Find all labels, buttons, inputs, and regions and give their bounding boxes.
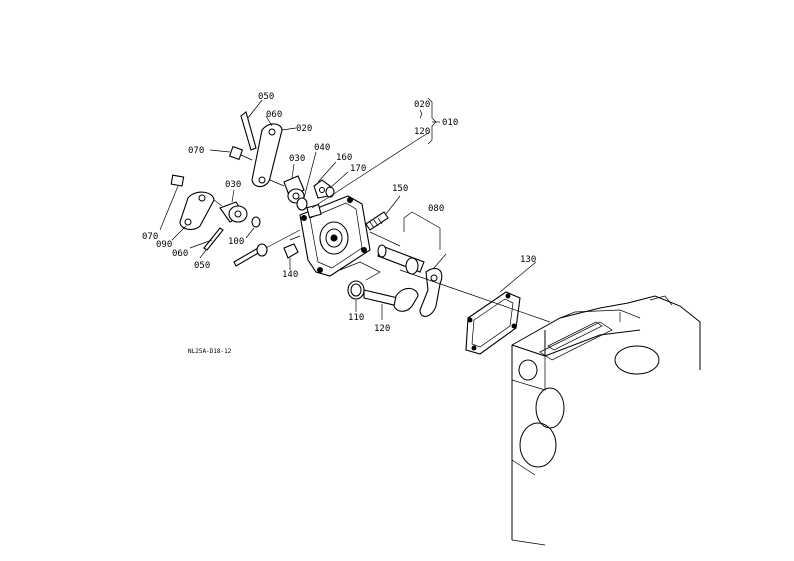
label-130: 130 xyxy=(520,255,536,265)
label-060-low: 060 xyxy=(172,249,188,259)
label-120-top: 120 xyxy=(414,127,430,137)
label-040: 040 xyxy=(314,143,330,153)
label-020-left: 020 xyxy=(296,124,312,134)
label-030-mid: 030 xyxy=(225,180,241,190)
label-030-top: 030 xyxy=(289,154,305,164)
label-060-top: 060 xyxy=(266,110,282,120)
label-170: 170 xyxy=(350,164,366,174)
label-100: 100 xyxy=(228,237,244,247)
label-090: 090 xyxy=(156,240,172,250)
label-070-top: 070 xyxy=(188,146,204,156)
label-140: 140 xyxy=(282,270,298,280)
label-110: 110 xyxy=(348,313,364,323)
governor-cover xyxy=(261,195,371,277)
label-080: 080 xyxy=(428,204,444,214)
gasket-130 xyxy=(465,261,537,355)
label-160: 160 xyxy=(336,153,352,163)
governor-shaft-assembly xyxy=(339,195,551,323)
label-050-top: 050 xyxy=(258,92,274,102)
drawing-code: NL25A-D18-12 xyxy=(188,348,232,355)
label-010: 010 xyxy=(442,118,458,128)
lever-assembly-left xyxy=(159,174,299,270)
lever-assembly-upper xyxy=(209,99,431,211)
label-070-left: 070 xyxy=(142,232,158,242)
label-150: 150 xyxy=(392,184,408,194)
engine-block xyxy=(511,295,701,546)
label-050-low: 050 xyxy=(194,261,210,271)
bracket-010 xyxy=(419,97,440,145)
part-labels: 050 060 020 030 040 160 170 070 020 010 … xyxy=(142,92,536,355)
label-020-right: 020 xyxy=(414,100,430,110)
label-120-low: 120 xyxy=(374,324,390,334)
